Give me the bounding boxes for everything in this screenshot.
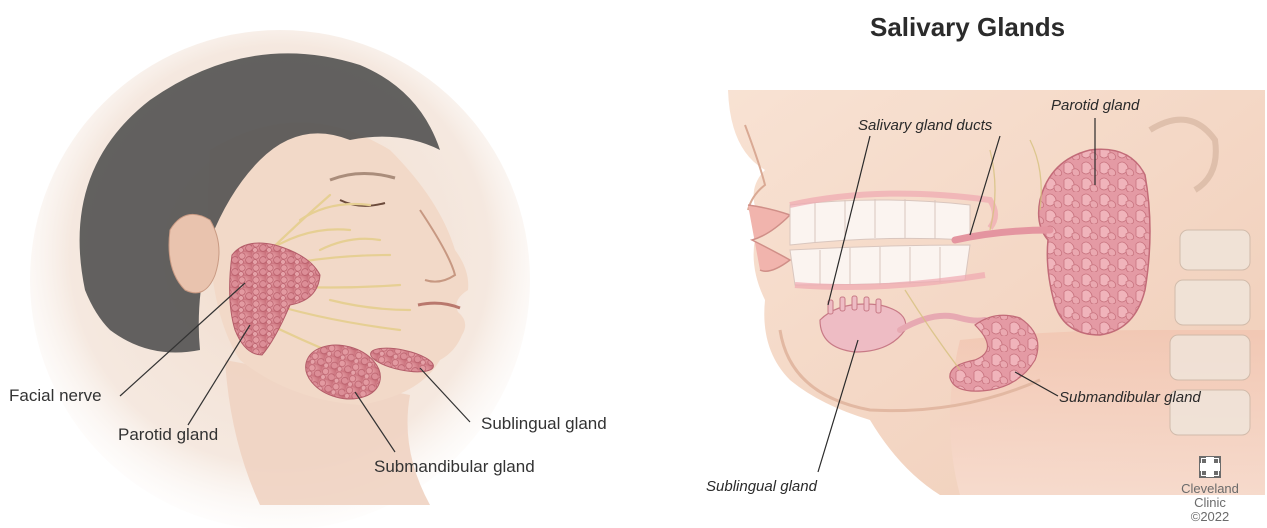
brand-line-1: Cleveland	[1172, 482, 1248, 496]
label-sublingual-gland-left: Sublingual gland	[481, 414, 607, 434]
right-parotid-gland	[1039, 149, 1150, 335]
left-head-illustration	[30, 30, 530, 528]
label-submandibular-gland-left: Submandibular gland	[374, 457, 535, 477]
label-parotid-gland-left: Parotid gland	[118, 425, 218, 445]
brand-copyright: ©2022	[1172, 510, 1248, 524]
cleveland-clinic-logo-icon	[1199, 456, 1221, 478]
figure-title: Salivary Glands	[870, 12, 1065, 43]
label-sublingual-gland-right: Sublingual gland	[706, 478, 817, 495]
right-head-illustration	[728, 90, 1265, 495]
label-facial-nerve: Facial nerve	[9, 386, 102, 406]
label-parotid-gland-right: Parotid gland	[1051, 97, 1139, 114]
brand-line-2: Clinic	[1172, 496, 1248, 510]
label-submandibular-gland-right: Submandibular gland	[1059, 389, 1201, 406]
label-salivary-gland-ducts: Salivary gland ducts	[858, 117, 992, 134]
cleveland-clinic-brand: Cleveland Clinic ©2022	[1172, 456, 1248, 524]
